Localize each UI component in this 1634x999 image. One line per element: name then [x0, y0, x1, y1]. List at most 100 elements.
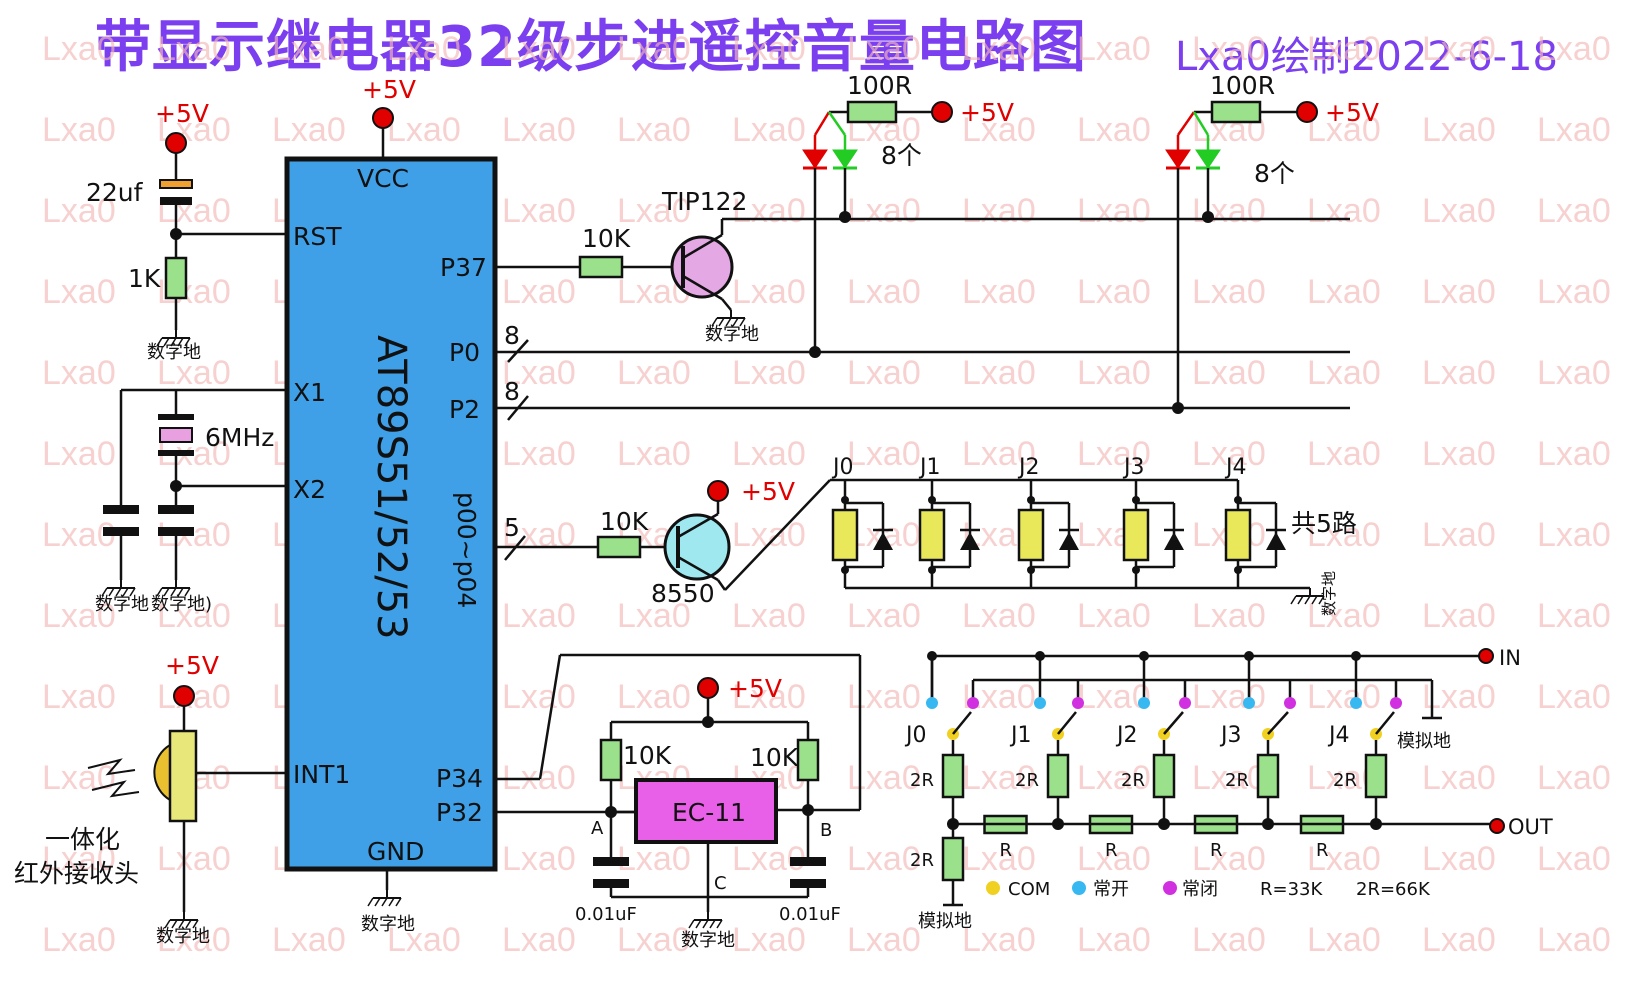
- watermark-text: Lxa0: [502, 678, 576, 716]
- reset-power-label: +5V: [155, 99, 209, 128]
- mcu-gnd-label: 数字地: [361, 914, 415, 935]
- watermark-text: Lxa0: [617, 840, 691, 878]
- ir-label-line2: 红外接收头: [14, 859, 139, 888]
- watermark-text: Lxa0: [962, 597, 1036, 635]
- ladder-agnd-top-label: 模拟地: [1397, 731, 1451, 752]
- watermark-text: Lxa0: [617, 192, 691, 230]
- watermark-text: Lxa0: [1307, 111, 1381, 149]
- led2-resistor: [1210, 100, 1262, 124]
- ladder-r-label: R: [1000, 840, 1013, 861]
- watermark-text: Lxa0: [732, 111, 806, 149]
- watermark-text: Lxa0: [1307, 435, 1381, 473]
- relay-coil-j3: [1122, 493, 1186, 577]
- watermark-text: Lxa0: [42, 921, 116, 959]
- watermark-text: Lxa0: [272, 30, 346, 68]
- relay-label-j0: J0: [831, 455, 854, 480]
- ladder-no-contact: [1034, 697, 1046, 709]
- author-credit: Lxa0绘制2022-6-18: [1175, 34, 1558, 80]
- led1-res-label: 100R: [847, 71, 912, 100]
- led2-count-label: 8个: [1254, 159, 1295, 188]
- watermark-text: Lxa0: [42, 759, 116, 797]
- ladder-out-terminal: [1489, 818, 1505, 834]
- watermark-text: Lxa0: [617, 435, 691, 473]
- relay-label-j2: J2: [1017, 455, 1040, 480]
- watermark-text: Lxa0: [42, 354, 116, 392]
- watermark-text: Lxa0: [847, 597, 921, 635]
- encoder-pullup-b: [796, 738, 820, 782]
- watermark-text: Lxa0: [617, 30, 691, 68]
- ladder-agnd-bottom-label: 模拟地: [918, 911, 972, 932]
- ladder-relay-label-j2: J2: [1115, 723, 1138, 748]
- pin-p37: P37: [440, 253, 487, 282]
- watermark-text: Lxa0: [847, 921, 921, 959]
- watermark-text: Lxa0: [1537, 516, 1611, 554]
- encoder-pin-c: C: [714, 873, 727, 894]
- watermark-text: Lxa0: [1422, 921, 1496, 959]
- encoder-cap-b-label: 0.01uF: [779, 904, 841, 925]
- led2-green: [1194, 148, 1222, 170]
- watermark-text: Lxa0: [617, 597, 691, 635]
- ladder-2r-label: 2R: [1121, 770, 1145, 791]
- watermark-text: Lxa0: [962, 678, 1036, 716]
- watermark-text: Lxa0: [1077, 840, 1151, 878]
- watermark-text: Lxa0: [732, 597, 806, 635]
- ladder-r-label: R: [1105, 840, 1118, 861]
- watermark-text: Lxa0: [272, 111, 346, 149]
- q8550-res-label: 10K: [600, 507, 649, 536]
- crystal-freq-label: 6MHz: [205, 423, 274, 452]
- watermark-text: Lxa0: [272, 921, 346, 959]
- watermark-text: Lxa0: [847, 30, 921, 68]
- watermark-text: Lxa0: [1307, 273, 1381, 311]
- encoder-cap-a-label: 0.01uF: [575, 904, 637, 925]
- mcu-name: AT89S51/52/53: [368, 335, 414, 640]
- watermark-text: Lxa0: [157, 597, 231, 635]
- relay-gnd-label: 数字地: [1320, 571, 1338, 616]
- watermark-text: Lxa0: [962, 840, 1036, 878]
- ladder-out-label: OUT: [1508, 815, 1553, 839]
- pin-vcc: VCC: [357, 164, 409, 193]
- watermark-text: Lxa0: [387, 30, 461, 68]
- encoder-pullup-a-label: 10K: [623, 741, 672, 770]
- watermark-text: Lxa0: [502, 435, 576, 473]
- watermark-text: Lxa0: [1192, 840, 1266, 878]
- watermark-text: Lxa0: [1192, 759, 1266, 797]
- watermark-text: Lxa0: [847, 354, 921, 392]
- pin-p0: P0: [449, 338, 480, 367]
- watermark-text: Lxa0: [1307, 192, 1381, 230]
- pin-p34: P34: [436, 764, 483, 793]
- watermark-text: Lxa0: [1422, 678, 1496, 716]
- watermark-text: Lxa0: [1192, 273, 1266, 311]
- watermark-text: Lxa0: [1537, 30, 1611, 68]
- reset-cap-label: 22uf: [86, 178, 144, 207]
- watermark-text: Lxa0: [1192, 354, 1266, 392]
- ladder-2r-label: 2R: [1015, 770, 1039, 791]
- watermark-text: Lxa0: [732, 678, 806, 716]
- pin-x2: X2: [293, 475, 326, 504]
- watermark-text: Lxa0: [1307, 516, 1381, 554]
- encoder-pullup-a: [599, 738, 623, 782]
- vcc-power-terminal: [372, 107, 394, 129]
- watermark-text: Lxa0: [732, 30, 806, 68]
- ladder-2r-label: 2R: [910, 770, 934, 791]
- encoder-name: EC-11: [672, 798, 746, 827]
- watermark-text: Lxa0: [847, 840, 921, 878]
- watermark-text: Lxa0: [1192, 678, 1266, 716]
- watermark-text: Lxa0: [1192, 597, 1266, 635]
- watermark-text: Lxa0: [1077, 354, 1151, 392]
- legend-2r: 2R=66K: [1356, 879, 1431, 900]
- watermark-text: Lxa0: [1537, 435, 1611, 473]
- tip122-transistor: [670, 235, 734, 299]
- watermark-text: Lxa0: [1422, 354, 1496, 392]
- pin-p2: P2: [449, 395, 480, 424]
- legend-no-dot: [1072, 881, 1086, 895]
- watermark-text: Lxa0: [157, 30, 231, 68]
- watermark-text: Lxa0: [1422, 759, 1496, 797]
- ladder-2r-resistor: [1152, 753, 1176, 799]
- watermark-text: Lxa0: [157, 840, 231, 878]
- encoder-power-terminal: [697, 677, 719, 699]
- led1-resistor: [846, 100, 898, 124]
- watermark-text: Lxa0: [1537, 192, 1611, 230]
- p2-bus-width: 8: [504, 377, 520, 406]
- watermark-text: Lxa0: [1077, 30, 1151, 68]
